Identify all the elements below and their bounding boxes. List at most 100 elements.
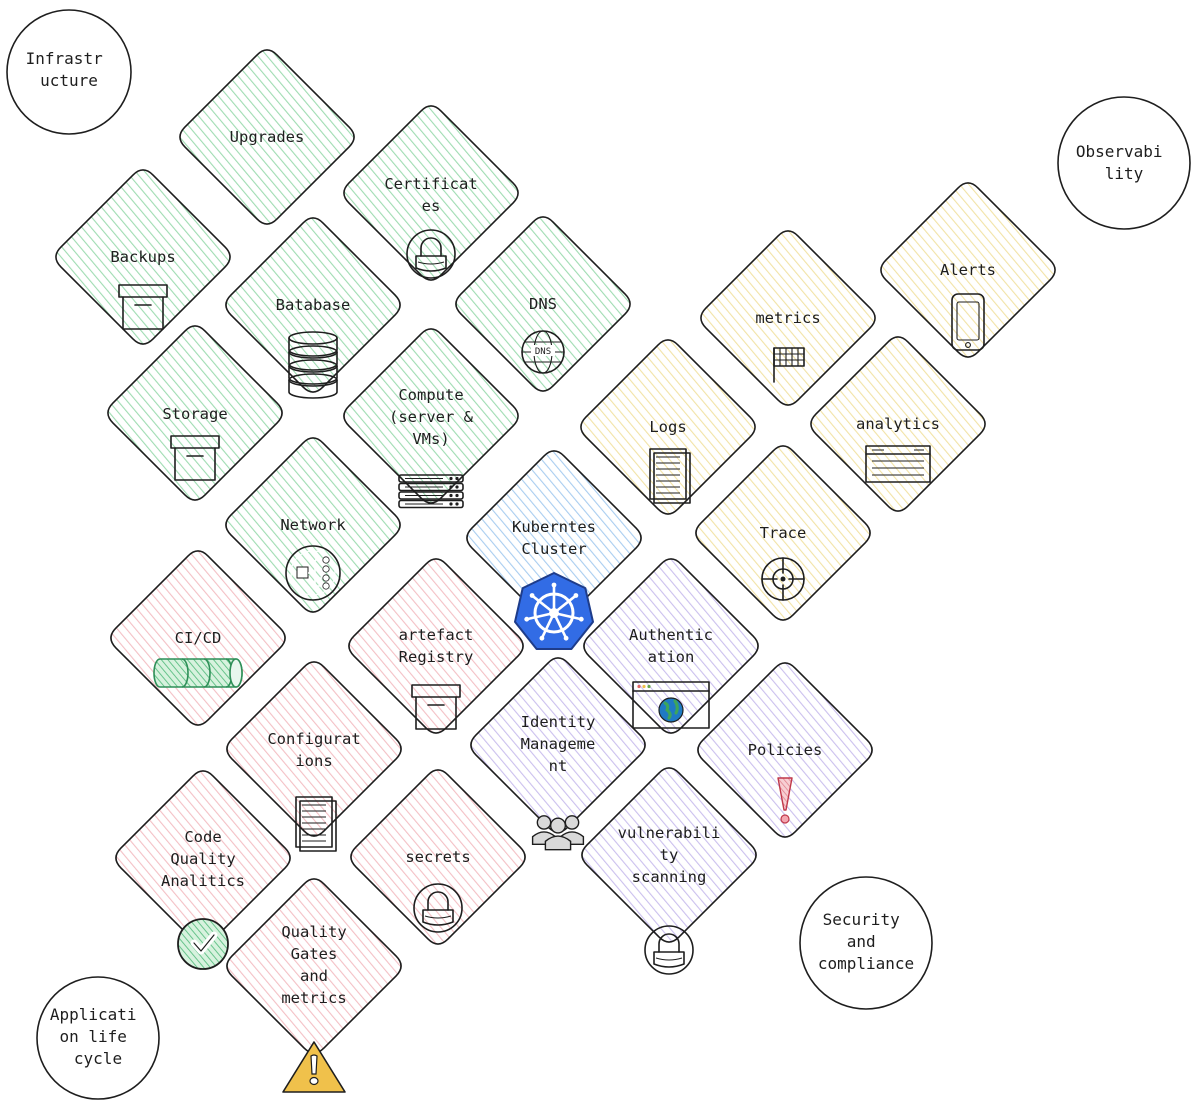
tile-logs-label: Logs [649, 418, 686, 436]
network-icon [285, 545, 341, 601]
tile-logs: Logs [580, 339, 756, 515]
pipe-icon [153, 658, 243, 688]
tile-policies: Policies [697, 662, 873, 838]
tile-trace: Trace [695, 445, 871, 621]
tile-secrets-label: secrets [405, 848, 470, 866]
documents-icon [295, 796, 337, 852]
tile-storage: Storage [107, 325, 283, 501]
browser-globe-icon [632, 681, 710, 729]
tile-metrics: metrics [700, 230, 876, 406]
tile-compute: Compute(server &VMs) [343, 328, 519, 509]
tile-policies-label: Policies [748, 741, 823, 759]
tile-logs-shape [580, 339, 756, 515]
warning-triangle-icon [282, 1041, 346, 1093]
padlock-icon [406, 229, 456, 279]
tile-analytics: analytics [810, 336, 986, 512]
tile-compute-shape [343, 328, 519, 504]
tile-alerts-label: Alerts [940, 261, 996, 279]
tile-secrets: secrets [350, 769, 526, 945]
tile-analytics-label: analytics [856, 415, 940, 433]
legend-security-label: Security and compliance [818, 910, 914, 973]
browser-window-icon [865, 445, 931, 483]
tile-vulnerability-shape [581, 767, 757, 943]
tile-metrics-label: metrics [755, 309, 820, 327]
globe-dns-icon: DNS [521, 330, 565, 374]
tile-compute-label: Compute(server &VMs) [389, 386, 474, 448]
tile-storage-label: Storage [162, 405, 227, 423]
tile-upgrades-shape [179, 49, 355, 225]
tile-cicd: CI/CD [110, 550, 286, 726]
tile-network: Network [225, 437, 401, 613]
tile-dns-label: DNS [529, 295, 557, 313]
database-icon [288, 331, 338, 399]
tile-cicd-label: CI/CD [175, 629, 222, 647]
tile-upgrades-label: Upgrades [230, 128, 305, 146]
svg-text:DNS: DNS [535, 347, 551, 357]
padlock-icon [413, 883, 463, 933]
tile-metrics-shape [700, 230, 876, 406]
tile-trace-label: Trace [760, 524, 807, 542]
legend-lifecycle-label: Applicati on life cycle [50, 1005, 146, 1068]
server-rack-icon [398, 474, 464, 509]
tile-alerts-shape [880, 182, 1056, 358]
tile-configurations-shape [226, 661, 402, 837]
grid-flag-icon [773, 347, 805, 383]
tile-secrets-shape [350, 769, 526, 945]
target-icon [761, 557, 805, 601]
padlock-icon [644, 925, 694, 975]
tile-dns-shape [455, 216, 631, 392]
tile-network-label: Network [280, 516, 346, 534]
users-icon [531, 815, 585, 851]
tile-database: Batabase [225, 217, 401, 399]
legend-infrastructure: Infrastr ucture [6, 9, 132, 135]
tile-trace-shape [695, 445, 871, 621]
archive-box-icon [411, 684, 461, 730]
tile-alerts: Alerts [880, 182, 1056, 358]
tile-artefact-shape [348, 558, 524, 734]
tile-certificates-shape [343, 105, 519, 281]
tile-analytics-shape [810, 336, 986, 512]
tile-policies-shape [697, 662, 873, 838]
tile-backups: Backups [55, 169, 231, 345]
documents-icon [649, 448, 691, 504]
archive-box-icon [170, 435, 220, 481]
archive-box-icon [118, 284, 168, 330]
legend-lifecycle: Applicati on life cycle [36, 976, 160, 1100]
legend-observability: Observabi lity [1057, 96, 1191, 230]
legend-security: Security and compliance [799, 876, 933, 1010]
legend-infrastructure-label: Infrastr ucture [26, 49, 113, 90]
exclamation-icon [777, 777, 793, 824]
tile-backups-shape [55, 169, 231, 345]
tile-storage-shape [107, 325, 283, 501]
tile-database-label: Batabase [276, 296, 351, 314]
check-badge-icon [177, 918, 229, 970]
tile-backups-label: Backups [110, 248, 175, 266]
tile-dns: DNS DNS [455, 216, 631, 392]
smartphone-icon [951, 293, 985, 351]
tile-upgrades: Upgrades [179, 49, 355, 225]
tile-quality-gates-shape [226, 878, 402, 1054]
legend-observability-label: Observabi lity [1076, 142, 1172, 183]
kubernetes-helm-icon [514, 572, 594, 650]
